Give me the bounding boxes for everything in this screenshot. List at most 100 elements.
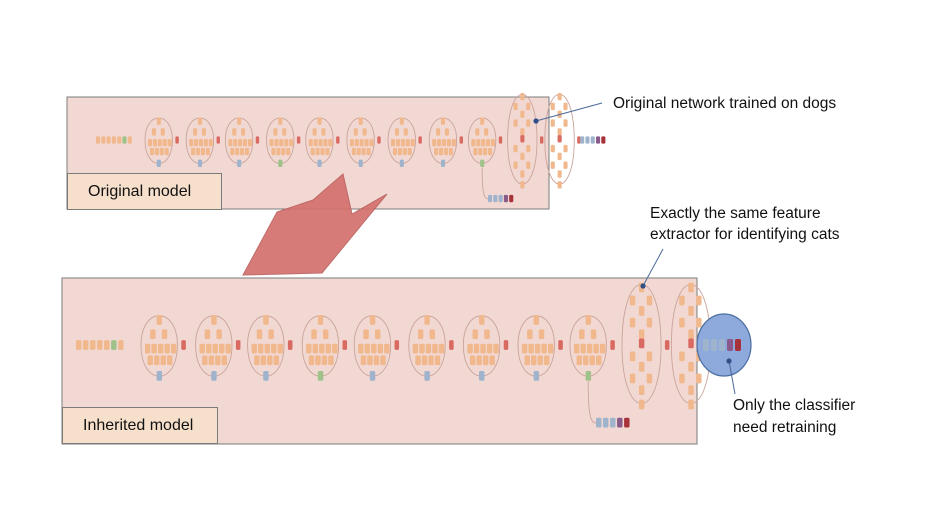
callout-classifier [728, 360, 736, 395]
tall-module-node [520, 152, 525, 161]
module-node [538, 329, 545, 340]
module-node [524, 355, 530, 366]
module-node [373, 355, 380, 366]
annotation-original-network: Original network trained on dogs [613, 95, 837, 112]
module-bottom-node [156, 371, 163, 381]
module-node [282, 128, 287, 136]
module-node [484, 128, 489, 136]
module-node [194, 139, 199, 147]
module-bottom-node [263, 371, 269, 381]
stem-node [118, 340, 124, 350]
classifier-node [711, 339, 717, 351]
connector-node [498, 136, 503, 144]
module-node [164, 147, 169, 156]
module-node [444, 128, 449, 136]
annotation-same-extractor-line2: extractor for identifying cats [650, 226, 840, 243]
tall-module-node [520, 110, 525, 118]
module-node [403, 128, 408, 136]
classifier-node [719, 339, 725, 351]
module-node [147, 139, 153, 147]
tall-module-node [550, 161, 555, 169]
connector-node [418, 136, 422, 144]
module-node [258, 343, 264, 354]
tall-module-node [638, 399, 645, 410]
module-node [320, 147, 325, 156]
module-node [152, 139, 157, 147]
module-node [354, 139, 359, 147]
module-node [147, 355, 153, 366]
tall-module-node [646, 373, 653, 384]
tall-module-node [557, 152, 562, 161]
module-bottom-node [585, 371, 592, 381]
module-node [402, 147, 407, 156]
module-node [167, 355, 173, 366]
module-node [356, 147, 361, 156]
module-node [317, 315, 324, 325]
tall-module-node [646, 351, 653, 362]
module-node [312, 128, 317, 136]
module-node [471, 139, 476, 147]
tall-module-node [688, 399, 694, 410]
connector-node [558, 340, 563, 350]
module-node [451, 139, 456, 147]
tall-module-node [688, 329, 694, 340]
module-node [397, 147, 402, 156]
module-node [412, 343, 419, 354]
tall-module-node [696, 295, 702, 306]
connector-node [175, 136, 179, 144]
module-node [363, 329, 369, 340]
stem-node [76, 340, 82, 350]
module-node [490, 139, 496, 147]
tall-module-node [550, 119, 555, 127]
module-node [410, 139, 415, 147]
module-node [527, 329, 533, 340]
module-node [364, 139, 369, 147]
module-node [428, 355, 434, 366]
module-node [361, 147, 366, 156]
connector-node [577, 136, 581, 144]
connector-node [342, 340, 348, 350]
module-node [232, 128, 237, 136]
tall-module-node [696, 317, 702, 328]
module-node [493, 343, 499, 354]
module-node [323, 139, 328, 147]
module-node [215, 355, 221, 366]
module-node [306, 343, 312, 354]
annotation-classifier-line1: Only the classifier [733, 397, 856, 414]
annotation-classifier-line2: need retraining [733, 419, 837, 436]
module-node [157, 343, 164, 354]
module-bottom-node [278, 159, 283, 167]
tall-module-node [557, 128, 562, 136]
stem-node [101, 136, 106, 144]
stem-node [127, 136, 132, 144]
module-node [544, 355, 550, 366]
module-node [154, 355, 160, 366]
original-network-layers [96, 92, 606, 203]
module-node [273, 355, 280, 366]
tall-module-node [646, 317, 653, 328]
module-node [254, 355, 260, 366]
module-node [424, 315, 430, 325]
module-node [263, 315, 269, 325]
module-node [225, 343, 231, 354]
module-node [434, 147, 439, 156]
module-bottom-node [317, 159, 322, 167]
connector-node [503, 340, 509, 350]
module-node [439, 147, 444, 156]
tall-module-node [679, 373, 685, 384]
module-node [157, 139, 162, 147]
module-node [415, 355, 421, 366]
connector-node [255, 136, 260, 144]
callout-same-extractor [642, 248, 664, 287]
module-node [432, 139, 437, 147]
stem-node [90, 340, 96, 350]
module-node [440, 117, 446, 125]
module-node [230, 147, 235, 156]
inherited-model-label: Inherited model [62, 407, 218, 444]
aux-classifier-node [488, 194, 493, 203]
tall-module-node [629, 351, 636, 362]
tall-module-node [557, 170, 562, 178]
tall-module-node [629, 317, 636, 328]
module-node [484, 329, 490, 340]
